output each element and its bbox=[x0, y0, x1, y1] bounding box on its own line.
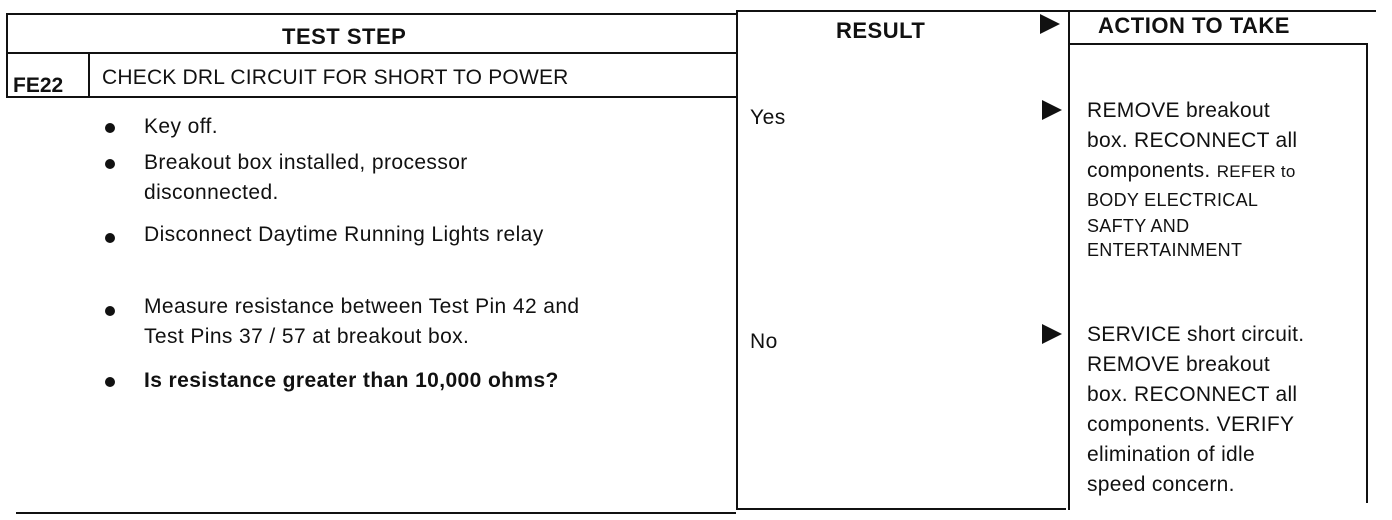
action-no-line6: speed concern. bbox=[1087, 473, 1235, 496]
step-code-divider bbox=[88, 54, 90, 98]
action-yes-line3b: REFER to bbox=[1216, 162, 1296, 181]
result-yes-arrow-icon bbox=[1042, 100, 1062, 120]
bullet-measure-line2: Test Pins 37 / 57 at breakout box. bbox=[144, 325, 470, 348]
action-yes-line4: BODY ELECTRICAL bbox=[1087, 190, 1259, 210]
bullet-disconnect-relay: Disconnect Daytime Running Lights relay bbox=[144, 223, 544, 246]
result-header-arrow-icon bbox=[1040, 14, 1060, 34]
left-border bbox=[6, 13, 8, 65]
action-yes-line5: SAFTY AND bbox=[1087, 216, 1190, 236]
bullet-key-off: Key off. bbox=[144, 115, 219, 138]
top-border-left bbox=[6, 13, 736, 15]
result-yes: Yes bbox=[750, 106, 786, 129]
action-yes-line1: REMOVE breakout bbox=[1087, 99, 1271, 122]
action-no-line5: elimination of idle bbox=[1087, 443, 1255, 466]
result-no-arrow-icon bbox=[1042, 324, 1062, 344]
step-code-left-border bbox=[6, 54, 8, 98]
step-title-bottom-border bbox=[6, 96, 736, 98]
bullet-dot-icon bbox=[105, 306, 115, 316]
action-header: ACTION TO TAKE bbox=[1098, 13, 1290, 38]
action-no-line2: REMOVE breakout bbox=[1087, 353, 1271, 376]
action-no-line4: components. VERIFY bbox=[1087, 413, 1295, 436]
test-step-bottom-border bbox=[16, 512, 736, 514]
result-no: No bbox=[750, 330, 778, 353]
bullet-measure-line1: Measure resistance between Test Pin 42 a… bbox=[144, 295, 580, 318]
step-title: CHECK DRL CIRCUIT FOR SHORT TO POWER bbox=[102, 66, 569, 89]
top-border-right bbox=[736, 10, 1376, 12]
bullet-resistance-question: Is resistance greater than 10,000 ohms? bbox=[144, 369, 559, 392]
action-yes-line3: components. REFER to bbox=[1087, 156, 1377, 187]
bullet-breakout-box: Breakout box installed, processor discon… bbox=[144, 148, 468, 208]
bottom-border bbox=[736, 508, 1066, 510]
bullet-breakout-box-line1: Breakout box installed, processor bbox=[144, 151, 468, 174]
action-column-divider bbox=[1068, 10, 1070, 510]
header-bottom-border bbox=[6, 52, 736, 54]
action-no-line1: SERVICE short circuit. bbox=[1087, 323, 1305, 346]
right-border bbox=[1366, 43, 1368, 503]
action-yes-line6: ENTERTAINMENT bbox=[1087, 240, 1243, 260]
bullet-dot-icon bbox=[105, 159, 115, 169]
result-column-divider bbox=[736, 10, 738, 510]
action-yes-line2: box. RECONNECT all bbox=[1087, 129, 1298, 152]
bullet-dot-icon bbox=[105, 377, 115, 387]
action-header-bottom-border bbox=[1068, 43, 1366, 45]
bullet-measure-resistance: Measure resistance between Test Pin 42 a… bbox=[144, 292, 580, 352]
action-no-line3: box. RECONNECT all bbox=[1087, 383, 1298, 406]
bullet-breakout-box-line2: disconnected. bbox=[144, 181, 279, 204]
bullet-dot-icon bbox=[105, 233, 115, 243]
action-no: SERVICE short circuit. REMOVE breakout b… bbox=[1087, 320, 1377, 500]
step-code: FE22 bbox=[13, 74, 64, 97]
result-header: RESULT bbox=[836, 18, 926, 43]
test-step-header: TEST STEP bbox=[282, 24, 407, 49]
action-yes-line3a: components. bbox=[1087, 159, 1211, 182]
bullet-dot-icon bbox=[105, 123, 115, 133]
action-yes: REMOVE breakout box. RECONNECT all compo… bbox=[1087, 96, 1377, 261]
